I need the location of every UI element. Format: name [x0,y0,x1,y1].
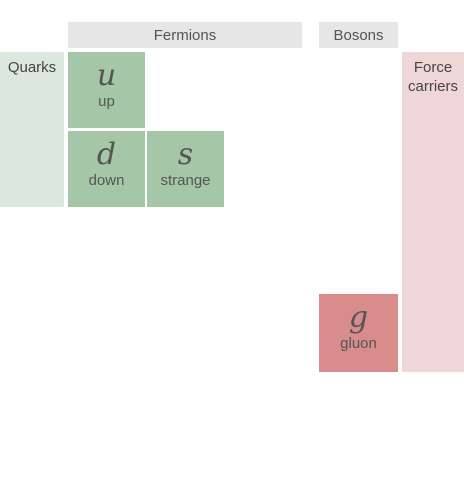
particle-gluon-name: gluon [340,335,377,352]
force-carriers-label-line1: Force [413,59,453,76]
particle-strange-symbol: s [177,137,194,172]
quarks-row-label: Quarks [7,59,57,76]
particle-up: u up [68,52,145,128]
particle-up-symbol: u [96,58,117,93]
particle-strange: s strange [147,131,224,207]
force-carriers-label: Force carriers [402,58,464,96]
particle-down-name: down [88,172,125,189]
force-carriers-label-line2: carriers [407,78,458,95]
fermions-header: Fermions [68,22,302,48]
bosons-header: Bosons [319,22,398,48]
particle-gluon: g gluon [319,294,398,372]
force-carriers-band [402,52,464,372]
particle-gluon-symbol: g [348,300,369,335]
particle-down-symbol: d [96,137,117,172]
particle-up-name: up [98,93,115,110]
particle-down: d down [68,131,145,207]
particle-strange-name: strange [160,172,211,189]
quarks-row-band [0,52,64,207]
